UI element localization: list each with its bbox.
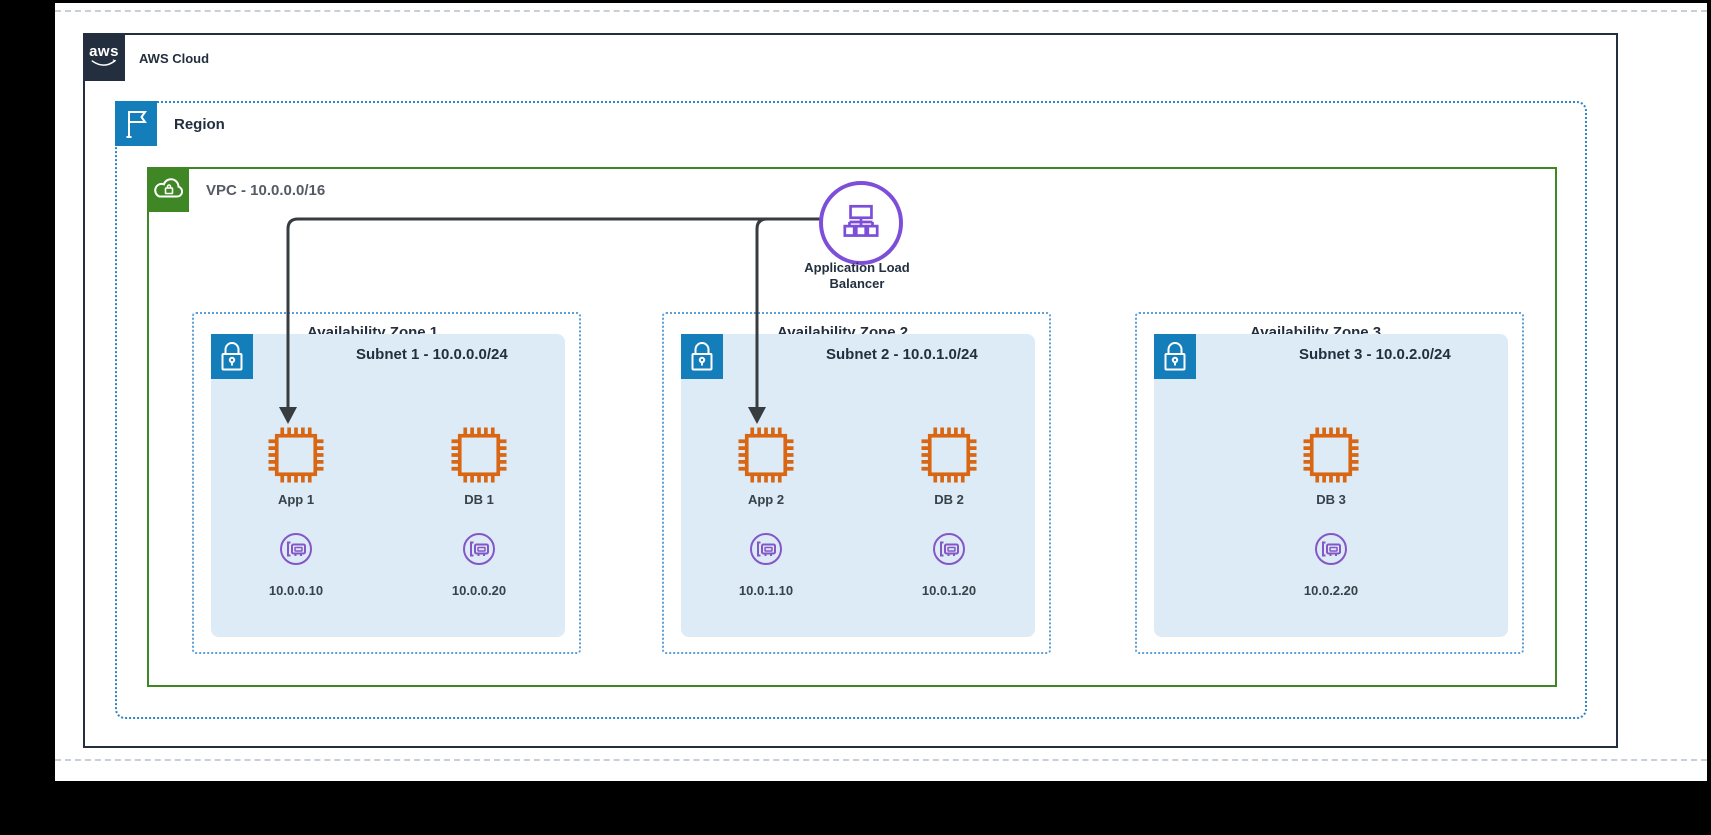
instance-node-app1: App 1 10.0.0.10 xyxy=(241,422,351,598)
availability-zone-2: Availability Zone 2 Subnet 2 - 10.0.1.0/… xyxy=(662,312,1051,654)
application-load-balancer-node xyxy=(819,181,903,265)
diagram-page: aws AWS Cloud Region VPC - 10.0.0.0/16 xyxy=(55,3,1707,781)
vpc-badge xyxy=(147,167,189,212)
instance-label: DB 1 xyxy=(464,492,494,507)
availability-zone-3: Availability Zone 3 Subnet 3 - 10.0.2.0/… xyxy=(1135,312,1524,654)
instance-label: DB 2 xyxy=(934,492,964,507)
instance-label: App 2 xyxy=(747,492,785,507)
vpc-cloud-icon xyxy=(147,167,189,212)
network-interface-icon xyxy=(931,531,967,567)
lock-icon xyxy=(681,334,723,379)
instance-ip: 10.0.0.10 xyxy=(268,583,324,598)
subnet-3-lock-badge xyxy=(1154,334,1196,379)
instance-label: DB 3 xyxy=(1316,492,1346,507)
subnet-2-label: Subnet 2 - 10.0.1.0/24 xyxy=(826,346,978,363)
region-flag-icon xyxy=(115,101,157,146)
instance-label: App 1 xyxy=(277,492,315,507)
ec2-instance-icon xyxy=(733,422,799,488)
instance-ip: 10.0.2.20 xyxy=(1303,583,1359,598)
load-balancer-icon xyxy=(838,200,884,246)
page-guide-bottom xyxy=(55,759,1707,761)
load-balancer-label-line1: Application Load xyxy=(804,260,910,275)
network-interface-icon xyxy=(748,531,784,567)
ec2-instance-icon xyxy=(916,422,982,488)
network-interface-icon xyxy=(1313,531,1349,567)
aws-logo-text: aws xyxy=(89,42,119,60)
availability-zone-1: Availability Zone 1 Subnet 1 - 10.0.0.0/… xyxy=(192,312,581,654)
vpc-label: VPC - 10.0.0.0/16 xyxy=(206,182,326,199)
ec2-instance-icon xyxy=(446,422,512,488)
instance-ip: 10.0.1.10 xyxy=(738,583,794,598)
aws-cloud-container: aws AWS Cloud Region VPC - 10.0.0.0/16 xyxy=(83,33,1618,748)
load-balancer-label: Application Load Balancer xyxy=(757,260,957,292)
region-badge xyxy=(115,101,157,146)
aws-cloud-label: AWS Cloud xyxy=(139,51,210,66)
subnet-3: Subnet 3 - 10.0.2.0/24 DB 3 10.0.2.20 xyxy=(1154,334,1508,637)
vpc-container: VPC - 10.0.0.0/16 xyxy=(147,167,1557,687)
region-label: Region xyxy=(174,116,225,133)
instance-node-db2: DB 2 10.0.1.20 xyxy=(894,422,1004,598)
subnet-2: Subnet 2 - 10.0.1.0/24 App 2 10.0.1.10 D… xyxy=(681,334,1035,637)
subnet-1-lock-badge xyxy=(211,334,253,379)
subnet-3-label: Subnet 3 - 10.0.2.0/24 xyxy=(1299,346,1451,363)
instance-node-db1: DB 1 10.0.0.20 xyxy=(424,422,534,598)
instance-ip: 10.0.0.20 xyxy=(451,583,507,598)
network-interface-icon xyxy=(461,531,497,567)
instance-node-app2: App 2 10.0.1.10 xyxy=(711,422,821,598)
instance-node-db3: DB 3 10.0.2.20 xyxy=(1276,422,1386,598)
subnet-1-label: Subnet 1 - 10.0.0.0/24 xyxy=(356,346,508,363)
load-balancer-label-line2: Balancer xyxy=(829,276,885,291)
aws-logo: aws xyxy=(83,33,125,81)
region-container: Region VPC - 10.0.0.0/16 xyxy=(115,101,1587,719)
instance-ip: 10.0.1.20 xyxy=(921,583,977,598)
lock-icon xyxy=(1154,334,1196,379)
aws-smile-icon xyxy=(89,59,119,70)
lock-icon xyxy=(211,334,253,379)
subnet-2-lock-badge xyxy=(681,334,723,379)
network-interface-icon xyxy=(278,531,314,567)
subnet-1: Subnet 1 - 10.0.0.0/24 App 1 10.0.0.10 D… xyxy=(211,334,565,637)
ec2-instance-icon xyxy=(263,422,329,488)
page-guide-top xyxy=(55,10,1707,12)
ec2-instance-icon xyxy=(1298,422,1364,488)
